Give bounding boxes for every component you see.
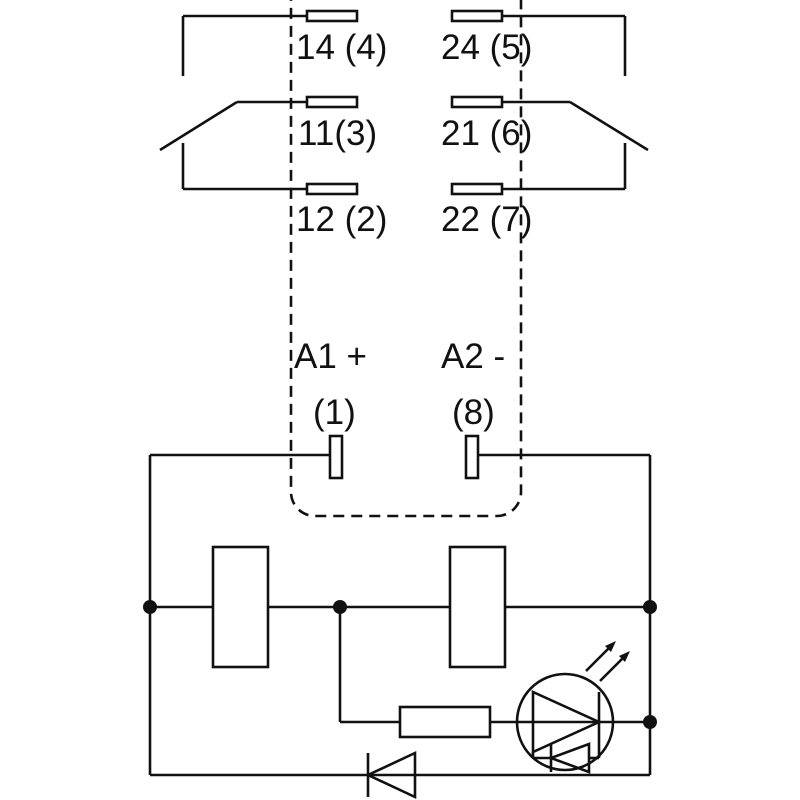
terminal-pin-a2 [464, 434, 480, 480]
resistor [398, 705, 492, 739]
label-a2: A2 - [441, 337, 505, 376]
label-terminal-21: 21 (6) [441, 114, 532, 153]
terminal-pin-a1 [328, 434, 344, 480]
junction-dot-led [643, 715, 657, 729]
label-terminal-12: 12 (2) [296, 200, 387, 239]
emission-arrow-2 [599, 657, 624, 682]
terminal-pin-21 [450, 95, 504, 109]
terminal-pin-24 [450, 9, 504, 23]
label-a2-pin: (8) [452, 393, 495, 432]
label-a1-pin: (1) [313, 393, 356, 432]
relay-coil-2 [448, 545, 507, 669]
terminal-pin-12 [305, 182, 359, 196]
junction-dot-right [643, 600, 657, 614]
label-terminal-11: 11(3) [298, 114, 377, 153]
junction-dot-left [143, 600, 157, 614]
label-terminal-14: 14 (4) [296, 28, 387, 67]
led-diode-main [531, 689, 603, 755]
relay-coil-1 [211, 545, 270, 669]
emission-arrow-1 [585, 647, 610, 672]
junction-dot-middle [333, 600, 347, 614]
label-terminal-24: 24 (5) [441, 28, 532, 67]
label-a1: A1 + [294, 337, 367, 376]
terminal-pin-14 [305, 9, 359, 23]
relay-body-outline [289, 0, 523, 518]
label-terminal-22: 22 (7) [441, 200, 532, 239]
led-diode-reverse [547, 742, 591, 774]
contact-blade-right [569, 100, 649, 152]
protection-diode [364, 750, 417, 800]
terminal-pin-11 [305, 95, 359, 109]
terminal-pin-22 [450, 182, 504, 196]
emission-arrowhead-2 [619, 651, 630, 662]
contact-blade-left [159, 100, 238, 152]
emission-arrowhead-1 [605, 641, 616, 652]
